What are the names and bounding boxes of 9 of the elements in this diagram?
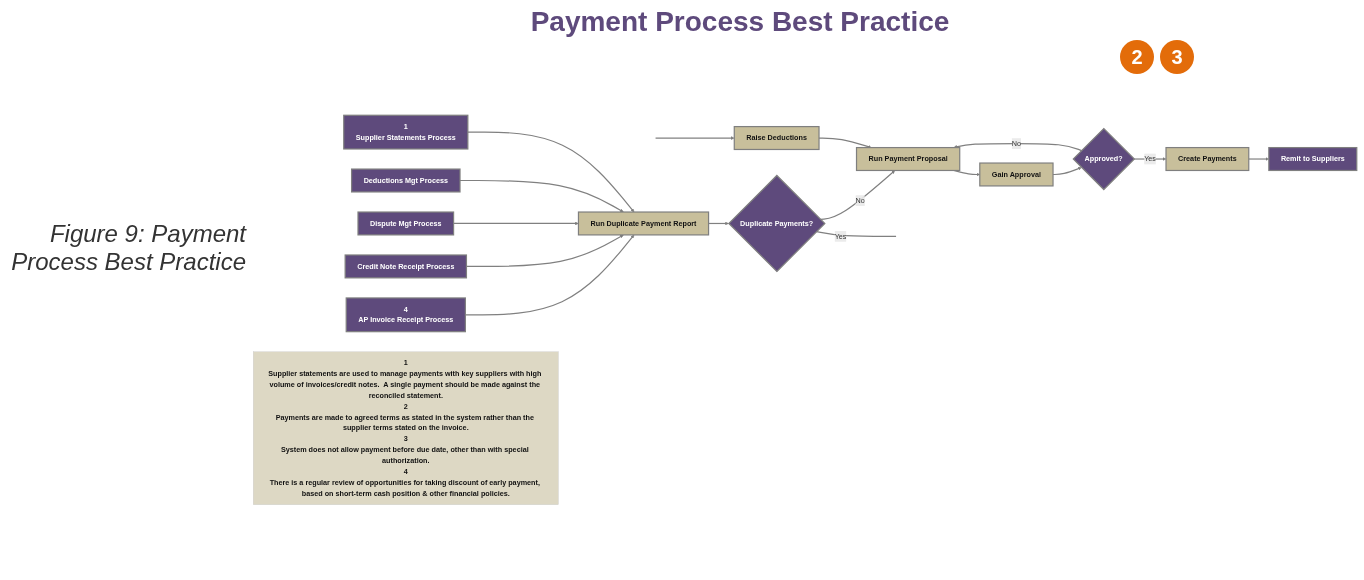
diagram-title: Payment Process Best Practice (529, 6, 951, 38)
arrow (1133, 157, 1167, 161)
arrow (820, 170, 896, 220)
figure-caption: Figure 9: Payment Process Best Practice (10, 220, 246, 276)
arrow (1248, 157, 1269, 161)
arrow (467, 131, 635, 213)
callout-number: 2 (1120, 40, 1154, 74)
arrow (453, 221, 579, 226)
callout-number: 3 (1160, 40, 1194, 74)
